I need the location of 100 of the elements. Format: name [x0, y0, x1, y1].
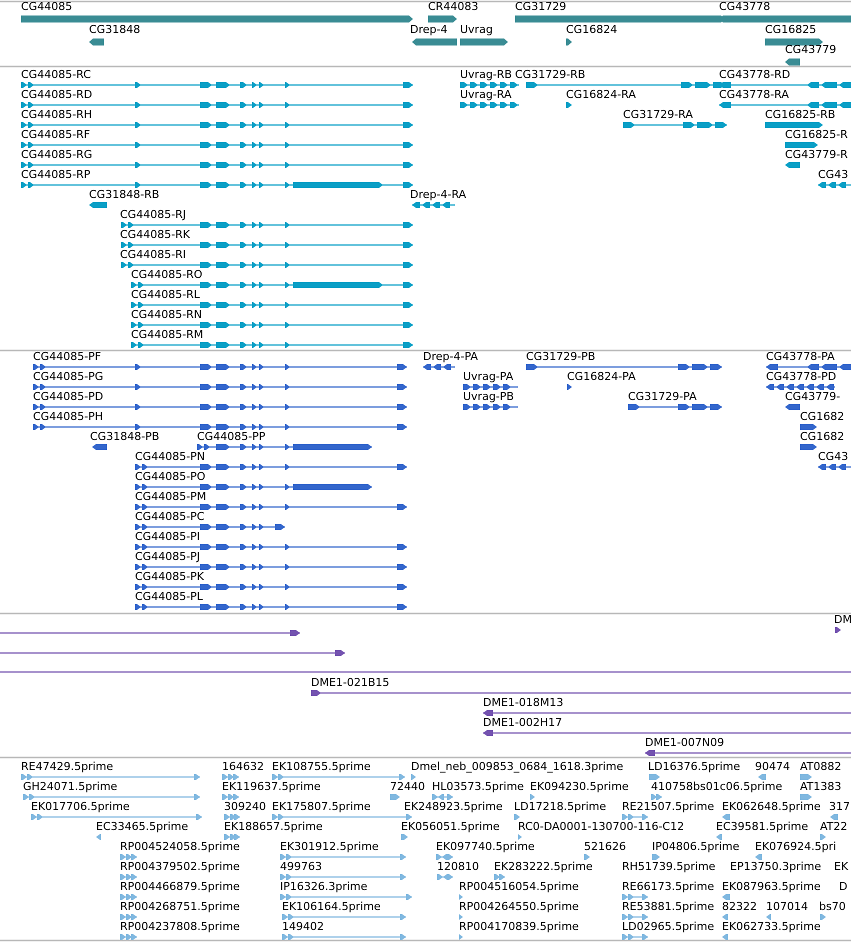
feature-label: CG31729-PA [628, 390, 697, 403]
feature-label: 90474 [755, 760, 790, 773]
feature-label: AT0882 [800, 760, 842, 773]
feature-label: CG43779-R [785, 148, 848, 161]
feature-label: RC0-DA0001-130700-116-C12 [518, 820, 684, 833]
feature-label: CG31848-RB [89, 188, 160, 201]
feature-label: 164632 [222, 760, 264, 773]
feature-label: EK301912.5prime [280, 840, 379, 853]
feature-label: RE66173.5prime [622, 880, 714, 893]
feature-label: RP004524058.5prime [120, 840, 240, 853]
feature-label: EK108755.5prime [272, 760, 371, 773]
feature-label: RE47429.5prime [21, 760, 114, 773]
feature-label: CG44085-RI [120, 248, 186, 261]
feature-label: EK062733.5prime [722, 920, 821, 933]
feature-label: RP004237808.5prime [120, 920, 240, 933]
feature-label: CG44085-PF [33, 350, 102, 363]
feature-label: RP004264550.5prime [459, 900, 579, 913]
feature-label: RP004379502.5prime [120, 860, 240, 873]
feature-label: CG44085-PD [33, 390, 104, 403]
feature-label: CG43779 [785, 43, 836, 56]
feature-label: CG44085-RJ [120, 208, 186, 221]
feature-label: EC39581.5prime [716, 820, 808, 833]
feature-label: 410758bs01c06.5prime [651, 780, 782, 793]
feature-label: Drep-4-PA [423, 350, 478, 363]
feature-label: CG43 [818, 450, 848, 463]
feature-label: 309240 [224, 800, 266, 813]
feature-label: LD16376.5prime [648, 760, 740, 773]
feature-label: CG43778-PA [766, 350, 835, 363]
feature-label: CG43779- [785, 390, 840, 403]
feature-label: IP16326.3prime [280, 880, 368, 893]
feature-label: CG44085-PN [135, 450, 206, 463]
feature-label: Uvrag [460, 23, 493, 36]
feature-label: EK119637.5prime [222, 780, 321, 793]
feature-label: EK248923.5prime [404, 800, 503, 813]
feature-label: EK076924.5pri [755, 840, 836, 853]
feature-label: DME1-018M13 [483, 696, 564, 709]
feature-label: RE21507.5prime [622, 800, 714, 813]
feature-label: CG31848 [89, 23, 140, 36]
feature-label: EK097740.5prime [436, 840, 535, 853]
feature-label: 499763 [280, 860, 322, 873]
feature-label: CG44085-RO [131, 268, 202, 281]
feature-label: CG31848-PB [90, 430, 160, 443]
feature-label: CG44085-PL [135, 590, 203, 603]
feature-label: LD02965.5prime [622, 920, 714, 933]
feature-label: EK062648.5prime [722, 800, 821, 813]
feature-label: AT22 [820, 820, 848, 833]
feature-label: CG16824-RA [566, 88, 636, 101]
feature-label: EK087963.5prime [722, 880, 821, 893]
feature-label: CG44085-RH [21, 108, 92, 121]
feature-label: D [839, 880, 848, 893]
feature-label: EK [834, 860, 848, 873]
feature-label: 72440 [390, 780, 425, 793]
feature-label: CG44085-PO [135, 470, 206, 483]
feature-label: EC33465.5prime [96, 820, 188, 833]
feature-label: CG43 [818, 168, 848, 181]
feature-label: EK017706.5prime [31, 800, 130, 813]
feature-label: AT1383 [800, 780, 842, 793]
feature-label: RP004516054.5prime [459, 880, 579, 893]
feature-label: 120810 [437, 860, 479, 873]
feature-label: Dmel_neb_009853_0684_1618.3prime [411, 760, 624, 773]
feature-label: Drep-4-RA [410, 188, 466, 201]
feature-label: CG16825-RB [765, 108, 836, 121]
feature-label: CG44085-RD [21, 88, 92, 101]
feature-label: CG44085-RK [120, 228, 190, 241]
feature-label: HL03573.5prime [432, 780, 524, 793]
feature-label: CG16824 [566, 23, 618, 36]
feature-label: CG44085-PM [135, 490, 206, 503]
feature-label: CG43778-RD [719, 68, 790, 81]
feature-label: RP004170839.5prime [459, 920, 579, 933]
feature-label: GH24071.5prime [23, 780, 118, 793]
feature-label: RE53881.5prime [622, 900, 714, 913]
feature-label: CG44085-RL [131, 288, 200, 301]
feature-label: IP04806.5prime [652, 840, 740, 853]
feature-label: DME1-002H17 [483, 716, 562, 729]
feature-label: CG44085-PG [33, 370, 104, 383]
feature-label: CG44085-PP [197, 430, 266, 443]
feature-label: CG43778 [719, 0, 770, 13]
feature-label: CG44085-RF [21, 128, 90, 141]
feature-label: CG16825 [765, 23, 816, 36]
feature-label: CG43778-RA [719, 88, 789, 101]
feature-label: EK056051.5prime [401, 820, 500, 833]
feature-label: CG44085 [21, 0, 72, 13]
feature-label: CG44085-RM [131, 328, 204, 341]
feature-label: Uvrag-PB [463, 390, 514, 403]
feature-label: EK188657.5prime [224, 820, 323, 833]
feature-label: CG44085-RC [21, 68, 91, 81]
feature-label: EK175807.5prime [272, 800, 371, 813]
feature-label: RH51739.5prime [622, 860, 716, 873]
feature-label: DME1-007N09 [645, 736, 724, 749]
feature-label: CG43778-PD [766, 370, 836, 383]
feature-label: CG31729-PB [526, 350, 596, 363]
feature-label: 317 [829, 800, 850, 813]
feature-label: bs70 [819, 900, 846, 913]
feature-label: CG44085-PI [135, 530, 200, 543]
feature-label: CR44083 [428, 0, 478, 13]
feature-label: CG44085-PK [135, 570, 204, 583]
feature-label: EK106164.5prime [282, 900, 381, 913]
feature-label: 149402 [282, 920, 324, 933]
feature-label: EK094230.5prime [530, 780, 629, 793]
feature-label: DME1-021B15 [311, 676, 390, 689]
